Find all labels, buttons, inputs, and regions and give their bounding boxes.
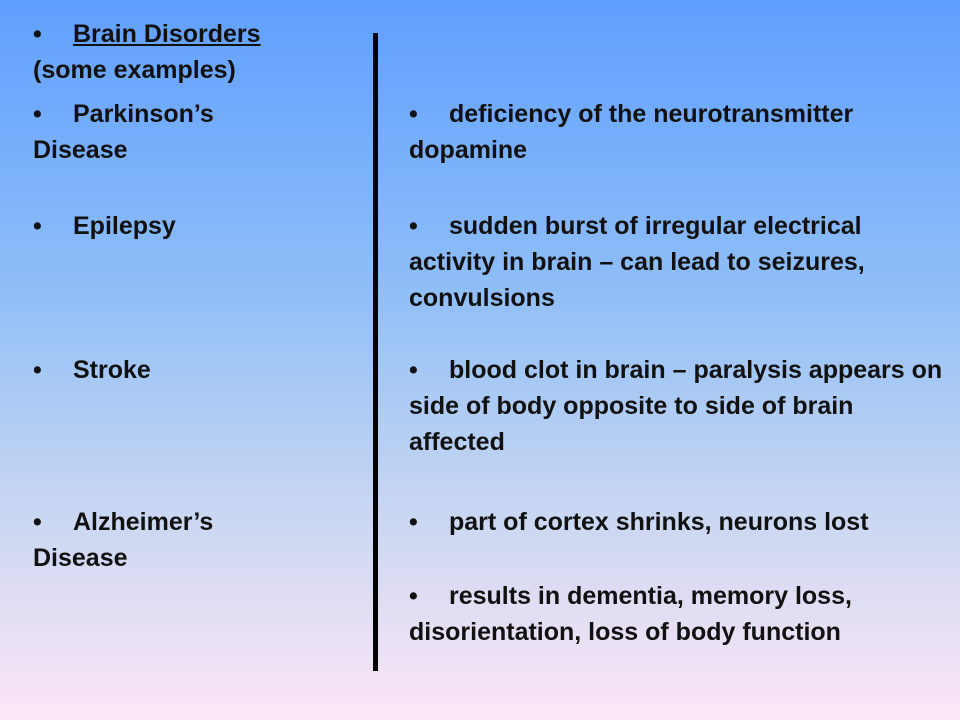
disorder-name-line1: Epilepsy xyxy=(73,212,176,240)
disorder-name-stroke: • Stroke xyxy=(33,352,363,388)
column-divider xyxy=(373,33,378,671)
disorder-name-line2: Disease xyxy=(33,136,128,164)
bullet: • xyxy=(33,508,42,536)
bullet: • xyxy=(409,356,418,384)
bullet: • xyxy=(33,356,42,384)
disorder-description-stroke: •blood clot in brain – paralysis appears… xyxy=(409,352,944,460)
disorder-description-text: blood clot in brain – paralysis appears … xyxy=(409,356,943,456)
disorder-description-alzheimers-extra: •results in dementia, memory loss, disor… xyxy=(409,578,944,650)
disorder-name-epilepsy: • Epilepsy xyxy=(33,208,363,244)
bullet: • xyxy=(33,212,42,240)
disorder-description-text: sudden burst of irregular electrical act… xyxy=(409,212,865,312)
bullet: • xyxy=(409,582,418,610)
disorder-description-text: results in dementia, memory loss, disori… xyxy=(409,582,852,646)
disorder-description-text: deficiency of the neurotransmitter dopam… xyxy=(409,100,854,164)
disorder-name-line1: Parkinson’s xyxy=(73,100,214,128)
disorder-name-line2: Disease xyxy=(33,544,128,572)
slide-title: • Brain Disorders (some examples) xyxy=(33,16,363,88)
bullet: • xyxy=(33,100,42,128)
bullet: • xyxy=(409,212,418,240)
disorder-description-epilepsy: •sudden burst of irregular electrical ac… xyxy=(409,208,944,316)
title-heading: Brain Disorders xyxy=(73,20,261,48)
disorder-name-alzheimers: • Alzheimer’s Disease xyxy=(33,504,363,576)
disorder-description-alzheimers: • part of cortex shrinks, neurons lost xyxy=(409,504,944,540)
disorder-description-parkinsons: •deficiency of the neurotransmitter dopa… xyxy=(409,96,944,168)
disorder-name-parkinsons: • Parkinson’s Disease xyxy=(33,96,363,168)
title-subheading: (some examples) xyxy=(33,56,236,84)
bullet: • xyxy=(409,508,418,536)
bullet: • xyxy=(33,20,42,48)
disorder-description-text: part of cortex shrinks, neurons lost xyxy=(449,508,869,536)
disorder-name-line1: Stroke xyxy=(73,356,151,384)
bullet: • xyxy=(409,100,418,128)
disorder-name-line1: Alzheimer’s xyxy=(73,508,214,536)
